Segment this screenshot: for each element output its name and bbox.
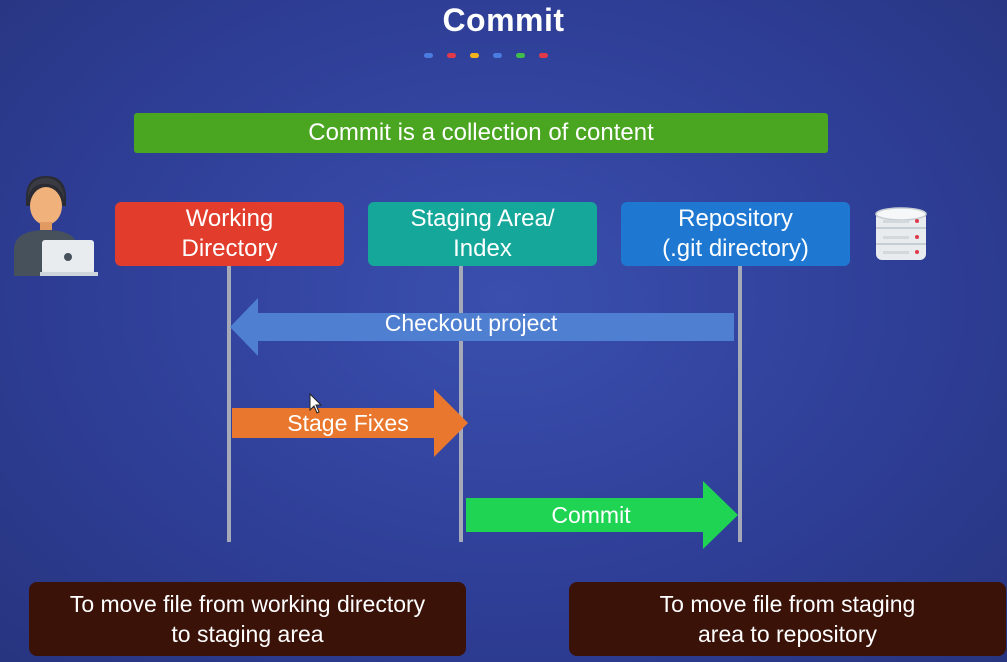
person-with-laptop-icon <box>14 176 98 276</box>
staging-area-box: Staging Area/ Index <box>368 202 597 266</box>
repository-box: Repository (.git directory) <box>621 202 850 266</box>
title-dot <box>470 53 479 58</box>
working-directory-lifeline <box>227 266 231 542</box>
caption-working-to-staging: To move file from working directory to s… <box>29 582 466 656</box>
staging-area-lifeline <box>459 266 463 542</box>
definition-banner: Commit is a collection of content <box>134 113 828 153</box>
repository-lifeline <box>738 266 742 542</box>
title-dot <box>447 53 456 58</box>
checkout-arrow <box>230 298 734 356</box>
stage-fixes-arrow-label: Stage Fixes <box>287 410 408 436</box>
page-title: Commit <box>442 2 565 38</box>
stage-fixes-arrow <box>232 389 468 457</box>
title-dot <box>493 53 502 58</box>
commit-arrow <box>466 481 738 549</box>
mouse-pointer-icon <box>309 392 323 414</box>
title-dot <box>424 53 433 58</box>
title-dot <box>516 53 525 58</box>
checkout-arrow-label: Checkout project <box>385 310 558 336</box>
database-icon <box>875 207 927 260</box>
title-dots <box>424 53 548 58</box>
caption-staging-to-repository: To move file from staging area to reposi… <box>569 582 1006 656</box>
title-dot <box>539 53 548 58</box>
working-directory-box: Working Directory <box>115 202 344 266</box>
commit-arrow-label: Commit <box>551 502 631 528</box>
